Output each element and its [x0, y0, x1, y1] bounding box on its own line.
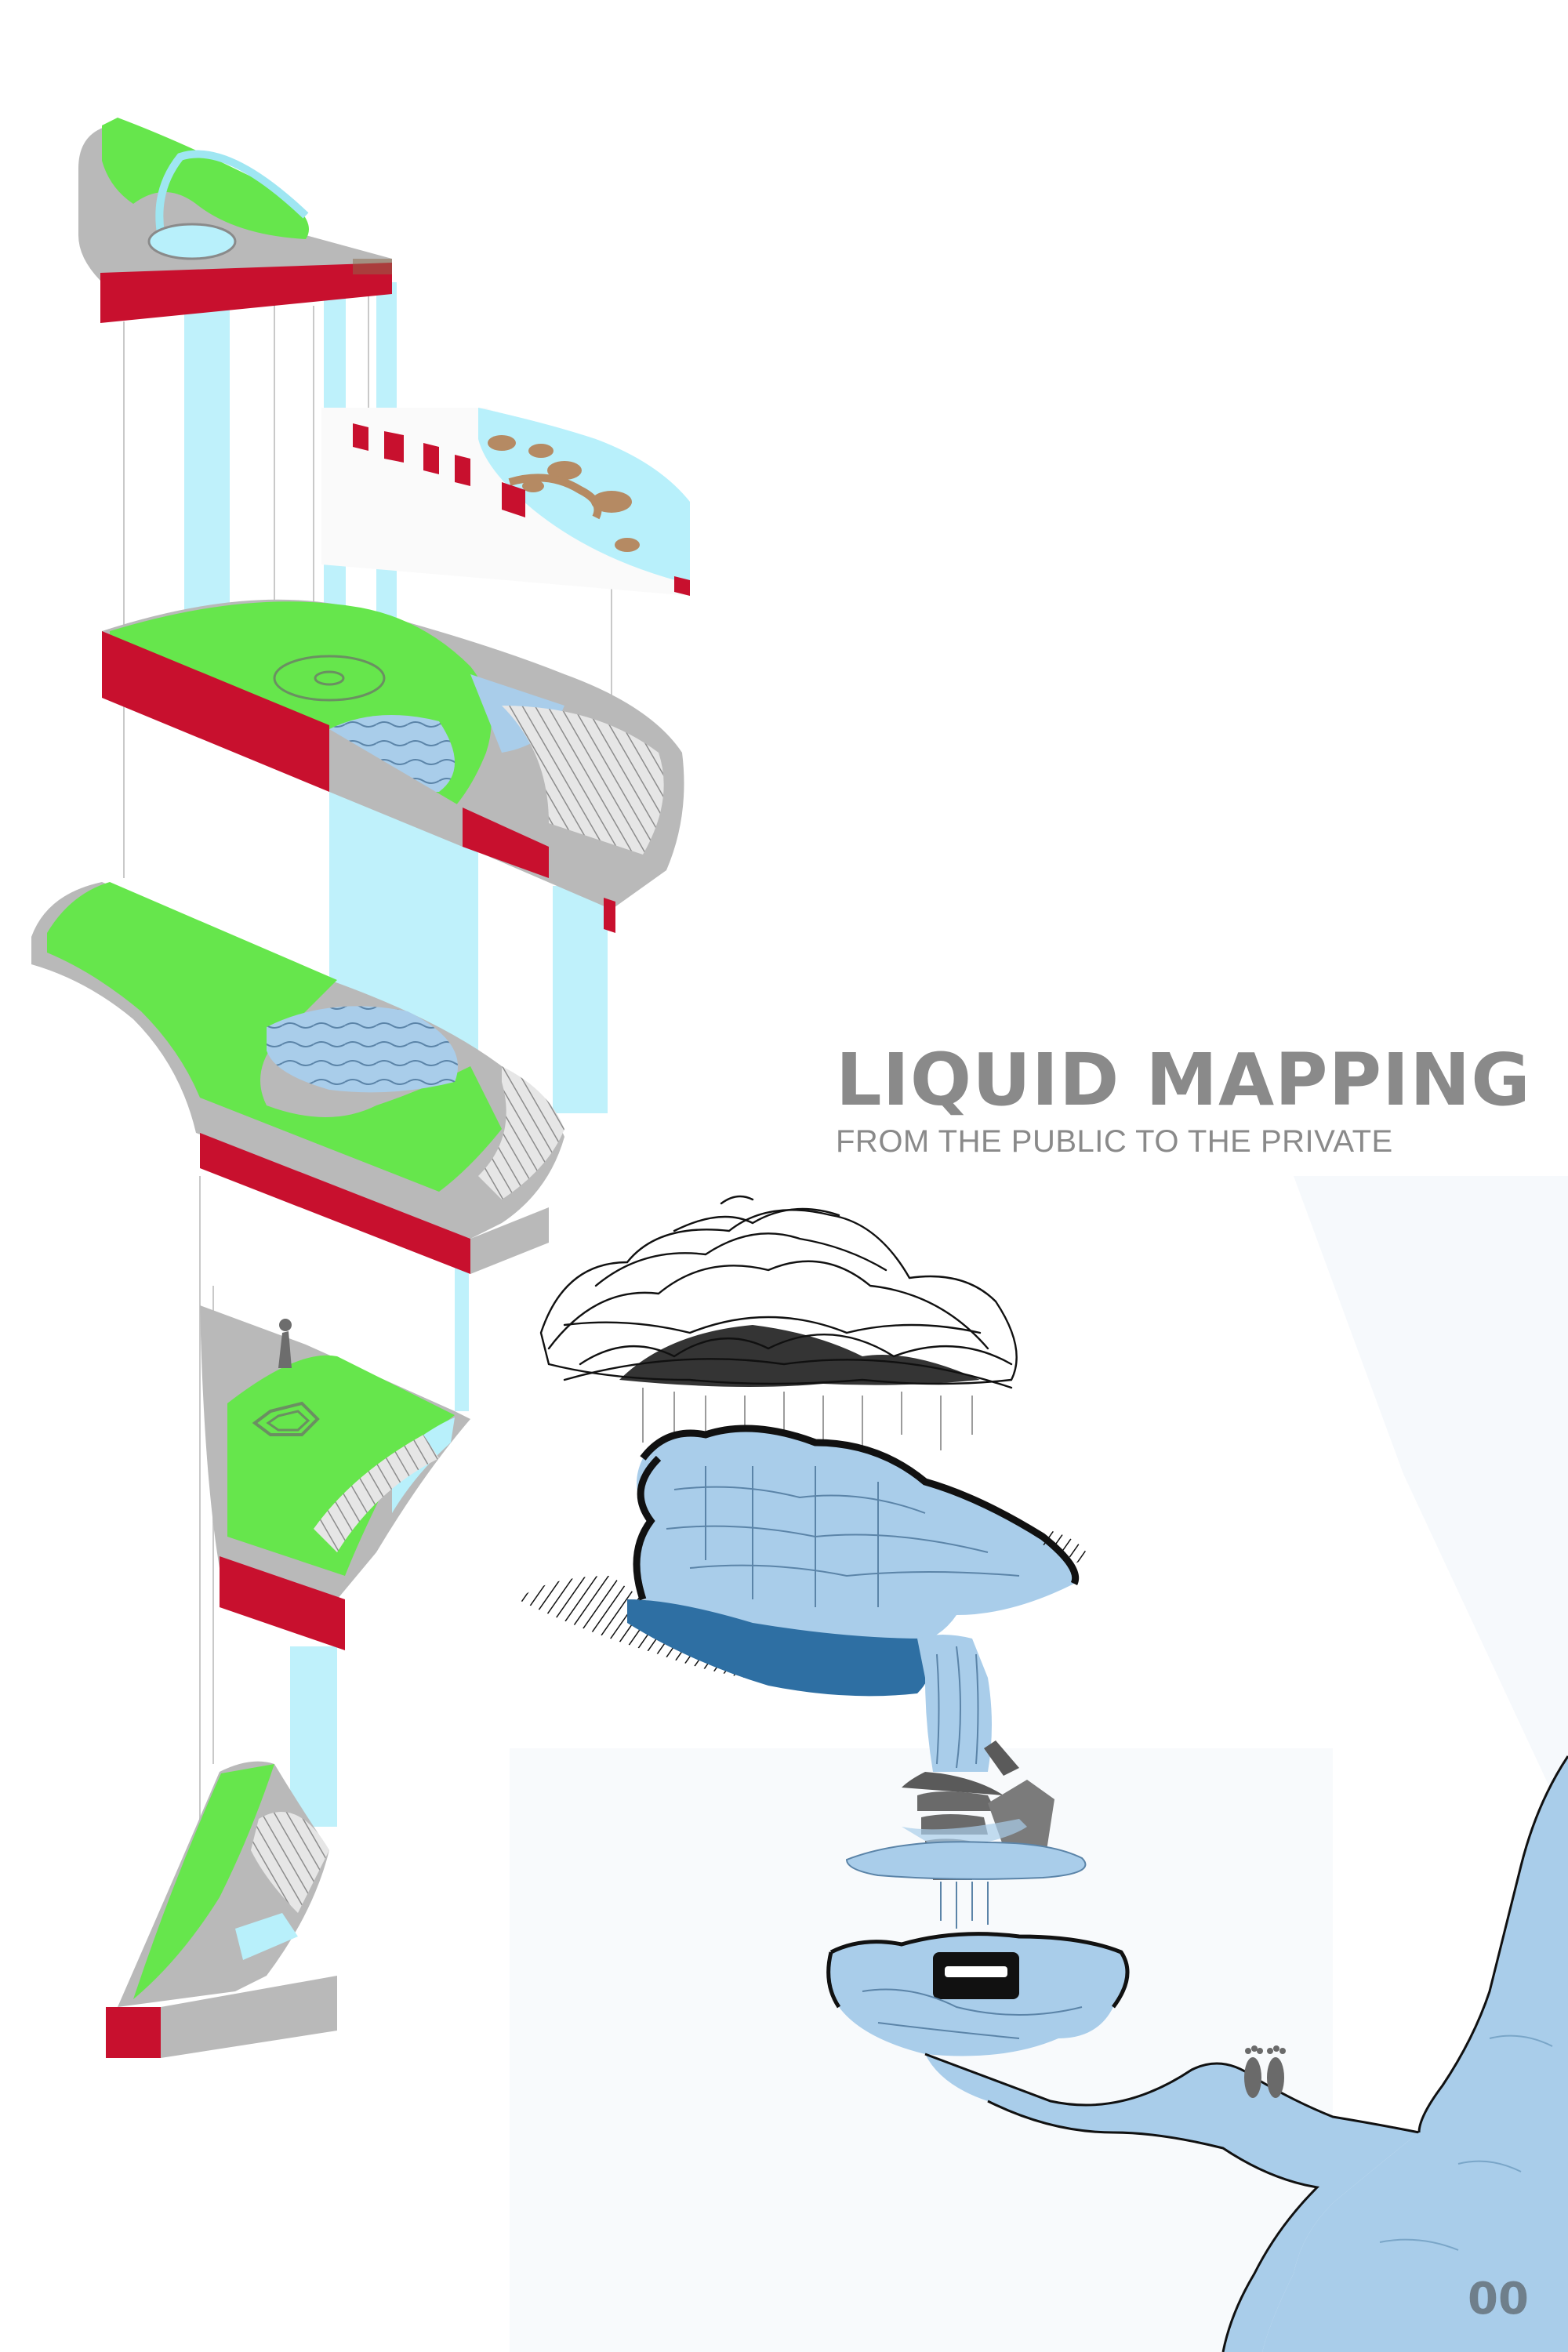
level-1	[78, 118, 392, 323]
level-5	[200, 1305, 470, 1650]
poster-title: LIQUID MAPPING	[836, 1038, 1531, 1122]
pool-sketch	[845, 1841, 1087, 1929]
axonometric-diagram	[31, 118, 690, 2058]
level-2	[321, 408, 690, 596]
lake-sketch	[517, 1425, 1089, 1697]
level-6	[106, 1761, 337, 2058]
waterfall-sketch	[917, 1635, 992, 1772]
level-3	[102, 599, 684, 933]
title-block: LIQUID MAPPING FROM THE PUBLIC TO THE PR…	[836, 1044, 1541, 1160]
sea-sketch	[1262, 1755, 1568, 2352]
page-number: 00	[1468, 2274, 1529, 2325]
poster-subtitle: FROM THE PUBLIC TO THE PRIVATE	[836, 1124, 1393, 1159]
footprints-icon	[1244, 2045, 1286, 2098]
ink-sketch	[517, 1195, 1568, 2352]
basin-sketch	[826, 1932, 1130, 2056]
cloud-underside	[619, 1325, 980, 1387]
level-4	[31, 882, 564, 1274]
stream-sketch	[924, 2053, 1420, 2352]
